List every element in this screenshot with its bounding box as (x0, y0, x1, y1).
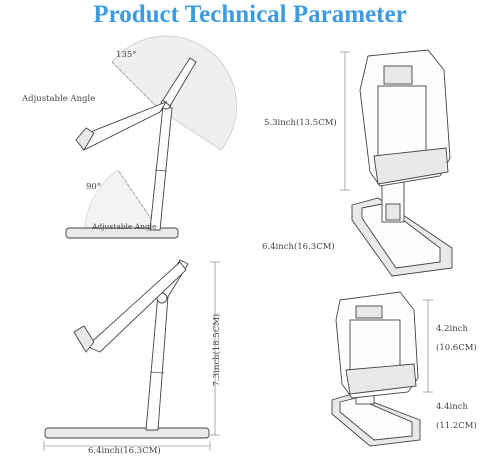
side-height-label: 7.3inch(18.5CM) (212, 313, 222, 387)
upper-arm (162, 57, 197, 107)
holder-hook (75, 127, 95, 151)
support-column (145, 293, 169, 431)
adjustable-angle-lower-label: Adjustable Angle (92, 222, 157, 231)
angle-135-label: 135° (116, 50, 137, 60)
holder-plate (77, 101, 168, 151)
holder-lip (373, 147, 449, 185)
holder-lip (345, 363, 417, 395)
holder-plate (85, 261, 187, 353)
stand-side-view (43, 259, 220, 451)
side-width-label: 6.4inch(16.3CM) (88, 446, 161, 456)
short-depth-cm-label: (11.2CM) (436, 421, 477, 431)
depth-label: 6.4inch(16.3CM) (262, 242, 335, 252)
short-height-cm-label: (10.6CM) (436, 343, 477, 353)
short-height-inch-label: 4.2inch (436, 324, 468, 334)
short-depth-inch-label: 4.4inch (436, 402, 468, 412)
stand-perspective-short (331, 291, 433, 447)
stand-angle-diagram (65, 35, 237, 239)
stand-perspective-tall (340, 49, 453, 277)
holder-hook (73, 325, 95, 353)
height-label: 5.3inch(13.5CM) (264, 118, 337, 128)
page-title: Product Technical Parameter (93, 1, 407, 28)
stand-base (65, 227, 179, 239)
stand-base (44, 427, 210, 439)
adjustable-angle-upper-label: Adjustable Angle (22, 94, 96, 104)
support-column (149, 105, 173, 231)
angle-90-label: 90° (86, 182, 102, 192)
